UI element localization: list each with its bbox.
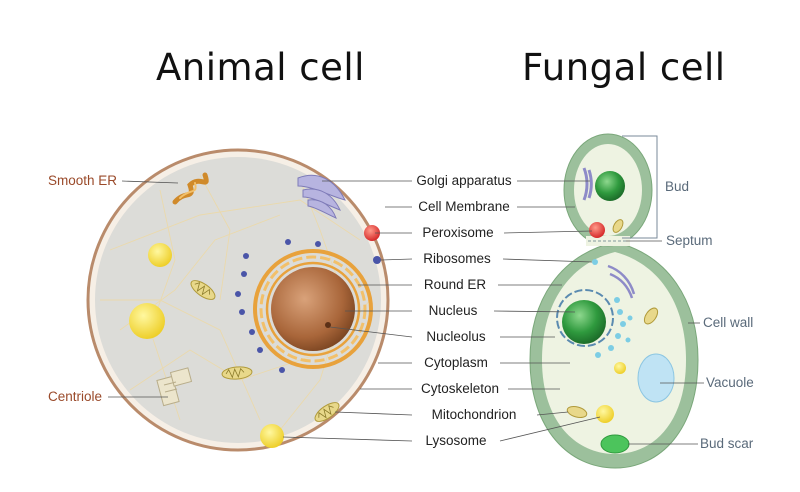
animal-cell-title: Animal cell bbox=[156, 46, 365, 89]
animal-lysosome bbox=[260, 424, 284, 448]
label-golgi-apparatus: Golgi apparatus bbox=[416, 173, 512, 188]
label-mitochondrion: Mitochondrion bbox=[431, 407, 517, 422]
animal-mitochondria bbox=[190, 280, 340, 422]
label-nucleus: Nucleus bbox=[428, 303, 478, 318]
fungal-round-er bbox=[556, 289, 614, 347]
smooth-er bbox=[172, 172, 209, 205]
label-round-er: Round ER bbox=[423, 277, 487, 292]
label-smooth-er: Smooth ER bbox=[48, 173, 118, 188]
animal-peroxisome bbox=[364, 225, 380, 241]
fungal-mitochondrion-2 bbox=[566, 406, 588, 418]
label-centriole: Centriole bbox=[48, 389, 103, 404]
golgi-apparatus bbox=[297, 174, 346, 219]
animal-vesicle-large bbox=[129, 303, 165, 339]
animal-cell bbox=[86, 148, 390, 452]
fungal-mitochondrion-1 bbox=[643, 307, 659, 325]
label-nucleolus: Nucleolus bbox=[426, 329, 486, 344]
centriole bbox=[156, 367, 193, 407]
label-cell-membrane: Cell Membrane bbox=[418, 199, 510, 214]
fungal-cell bbox=[529, 133, 699, 469]
bud-nucleus bbox=[595, 171, 625, 201]
fungal-lysosome-small bbox=[614, 362, 626, 374]
label-bud-scar: Bud scar bbox=[700, 436, 754, 451]
label-septum: Septum bbox=[666, 233, 713, 248]
fungal-golgi bbox=[607, 264, 636, 299]
label-cytoplasm: Cytoplasm bbox=[424, 355, 488, 370]
animal-ribosomes bbox=[235, 239, 381, 373]
fungal-lysosome bbox=[596, 405, 614, 423]
bud-bracket bbox=[622, 135, 658, 239]
bud-golgi bbox=[582, 167, 593, 201]
label-bud: Bud bbox=[665, 179, 690, 194]
bud-mitochondrion bbox=[612, 219, 624, 233]
animal-nucleolus bbox=[325, 322, 331, 328]
label-lysosome: Lysosome bbox=[425, 433, 487, 448]
leader-lines bbox=[108, 180, 704, 445]
fungal-nucleus bbox=[562, 300, 606, 344]
fungal-cell-title: Fungal cell bbox=[522, 46, 726, 89]
round-er bbox=[253, 249, 373, 369]
animal-vesicle-small bbox=[148, 243, 172, 267]
bud-peroxisome bbox=[589, 222, 605, 238]
label-cytoskeleton: Cytoskeleton bbox=[420, 381, 500, 396]
fungal-ribosome-top bbox=[592, 259, 598, 265]
label-vacuole: Vacuole bbox=[706, 375, 754, 390]
label-peroxisome: Peroxisome bbox=[422, 225, 494, 240]
animal-nucleus bbox=[271, 267, 355, 351]
vacuole bbox=[637, 353, 675, 403]
label-cell-wall: Cell wall bbox=[703, 315, 754, 330]
label-ribosomes: Ribosomes bbox=[423, 251, 491, 266]
fungal-ribosomes bbox=[595, 297, 633, 358]
bud-scar bbox=[600, 434, 630, 454]
